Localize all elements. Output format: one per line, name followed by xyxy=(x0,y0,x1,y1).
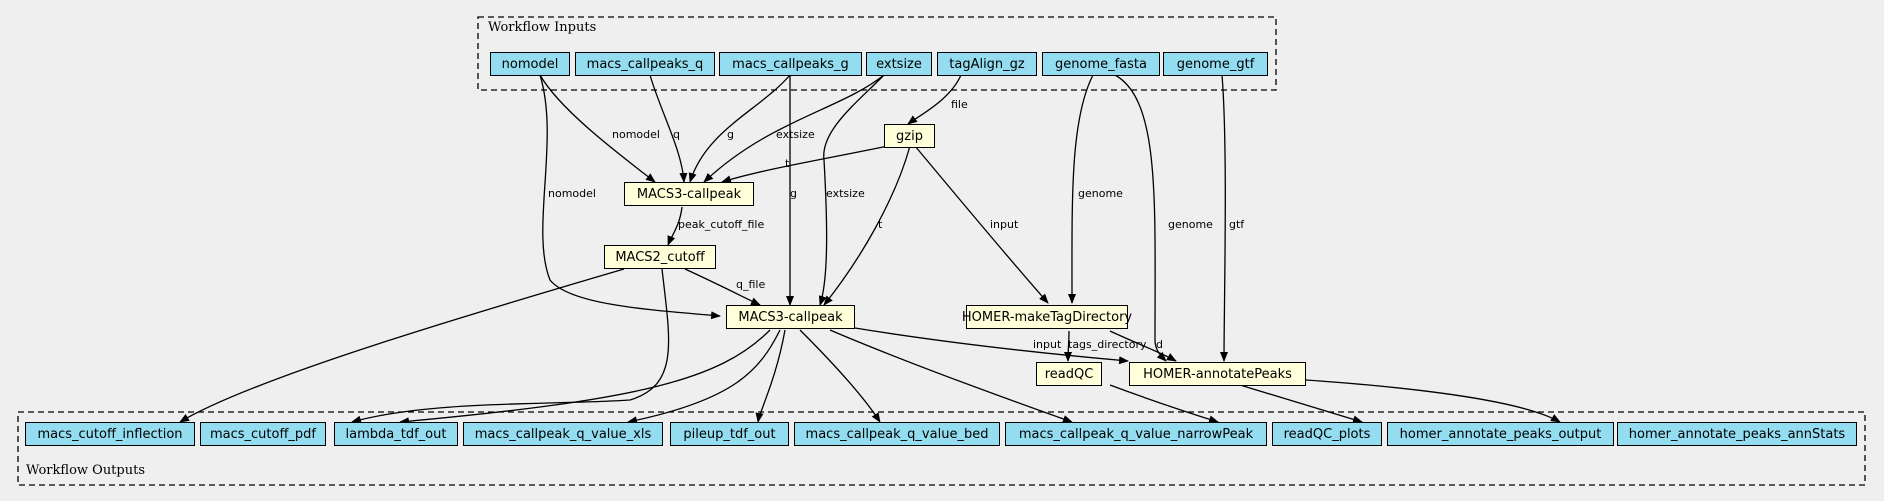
edge-g-macs3a xyxy=(688,74,791,183)
edge-label: extsize xyxy=(776,128,815,141)
input-node-macs-callpeaks-q[interactable]: macs_callpeaks_q xyxy=(575,52,715,76)
edge-label: q xyxy=(673,128,680,141)
edge-gzip-maketag xyxy=(914,145,1049,304)
output-node-macs-cutoff-pdf[interactable]: macs_cutoff_pdf xyxy=(200,422,326,446)
edge-gzip-macs3a xyxy=(721,145,889,184)
output-node-macs-callpeak-q-value-xls[interactable]: macs_callpeak_q_value_xls xyxy=(463,422,663,446)
output-node-macs-cutoff-inflection[interactable]: macs_cutoff_inflection xyxy=(25,422,195,446)
edge-nomodel-macs3b xyxy=(539,74,721,320)
edge-gzip-macs3b xyxy=(823,145,911,306)
edge-label: genome xyxy=(1168,218,1213,231)
output-node-macs-callpeak-q-value-narrowpeak[interactable]: macs_callpeak_q_value_narrowPeak xyxy=(1005,422,1267,446)
edge-label: g xyxy=(727,128,734,141)
edge-fasta-maketag xyxy=(1067,74,1094,304)
edge-gtf-annotate xyxy=(1220,74,1229,362)
edge-nomodel-macs3a xyxy=(539,74,656,183)
edge-macs3b-annotate xyxy=(854,327,1129,365)
edge-annotate-annstats xyxy=(1305,379,1561,423)
input-node-genome-gtf[interactable]: genome_gtf xyxy=(1163,52,1268,76)
step-node-macs3-callpeak-1[interactable]: MACS3-callpeak xyxy=(624,182,754,206)
edge-macs3a-cutoff xyxy=(667,206,683,246)
edge-maketag-annotate xyxy=(1109,330,1177,362)
edge-maketag-readqc xyxy=(1064,330,1073,362)
step-node-homer-annotatepeaks[interactable]: HOMER-annotatePeaks xyxy=(1129,362,1306,386)
edge-extsize-macs3a xyxy=(703,74,885,183)
edge-label: input xyxy=(990,218,1019,231)
step-node-readqc[interactable]: readQC xyxy=(1036,362,1102,386)
edge-label: file xyxy=(951,98,968,111)
edge-macs3b-pileup xyxy=(755,329,786,423)
edge-q-macs3a xyxy=(649,74,688,183)
edge-label: d xyxy=(1156,338,1163,351)
edge-annotate-output xyxy=(1239,384,1363,424)
edge-label: nomodel xyxy=(548,187,596,200)
edge-macs3b-bed xyxy=(799,329,881,423)
input-node-tagalign-gz[interactable]: tagAlign_gz xyxy=(937,52,1037,76)
step-node-gzip[interactable]: gzip xyxy=(884,124,935,148)
edge-label: extsize xyxy=(826,187,865,200)
edge-label: genome xyxy=(1078,187,1123,200)
edge-label: gtf xyxy=(1229,218,1245,231)
edge-macs3b-xls xyxy=(627,329,781,425)
edge-macs3b-lambda xyxy=(399,329,771,426)
outputs-cluster-title: Workflow Outputs xyxy=(26,463,145,478)
edge-readqc-plots xyxy=(1109,384,1219,424)
output-node-pileup-tdf-out[interactable]: pileup_tdf_out xyxy=(670,422,789,446)
input-node-genome-fasta[interactable]: genome_fasta xyxy=(1042,52,1160,76)
input-node-nomodel[interactable]: nomodel xyxy=(490,52,570,76)
edge-label: tags_directory xyxy=(1068,338,1147,351)
step-node-macs2-cutoff[interactable]: MACS2_cutoff xyxy=(604,245,716,269)
edge-label: peak_cutoff_file xyxy=(678,218,764,231)
edge-label: t xyxy=(878,218,883,231)
inputs-cluster-box xyxy=(477,16,1277,91)
edge-label: input xyxy=(1033,338,1062,351)
output-node-homer-annotate-peaks-annstats[interactable]: homer_annotate_peaks_annStats xyxy=(1617,422,1857,446)
inputs-cluster-title: Workflow Inputs xyxy=(488,20,597,35)
edge-tagalign-gzip xyxy=(907,74,962,125)
edge-cutoff-inflection xyxy=(179,268,625,423)
outputs-cluster-box xyxy=(17,411,1866,486)
edge-macs3b-narrowpeak xyxy=(829,329,1073,423)
edge-cutoff-pdf xyxy=(351,268,670,424)
step-node-macs3-callpeak-2[interactable]: MACS3-callpeak xyxy=(726,305,855,329)
output-node-readqc-plots[interactable]: readQC_plots xyxy=(1272,422,1382,446)
edge-label: t xyxy=(785,157,790,170)
output-node-lambda-tdf-out[interactable]: lambda_tdf_out xyxy=(334,422,458,446)
edge-extsize-macs3b xyxy=(818,74,885,306)
edge-label: nomodel xyxy=(612,128,660,141)
step-node-homer-maketagdirectory[interactable]: HOMER-makeTagDirectory xyxy=(962,305,1132,329)
input-node-macs-callpeaks-g[interactable]: macs_callpeaks_g xyxy=(719,52,862,76)
output-node-homer-annotate-peaks-output[interactable]: homer_annotate_peaks_output xyxy=(1387,422,1614,446)
edge-label: q_file xyxy=(736,278,765,291)
edge-cutoff-macs3b xyxy=(684,268,761,306)
output-node-macs-callpeak-q-value-bed[interactable]: macs_callpeak_q_value_bed xyxy=(794,422,1000,446)
input-node-extsize[interactable]: extsize xyxy=(866,52,932,76)
edge-label: g xyxy=(790,187,797,200)
